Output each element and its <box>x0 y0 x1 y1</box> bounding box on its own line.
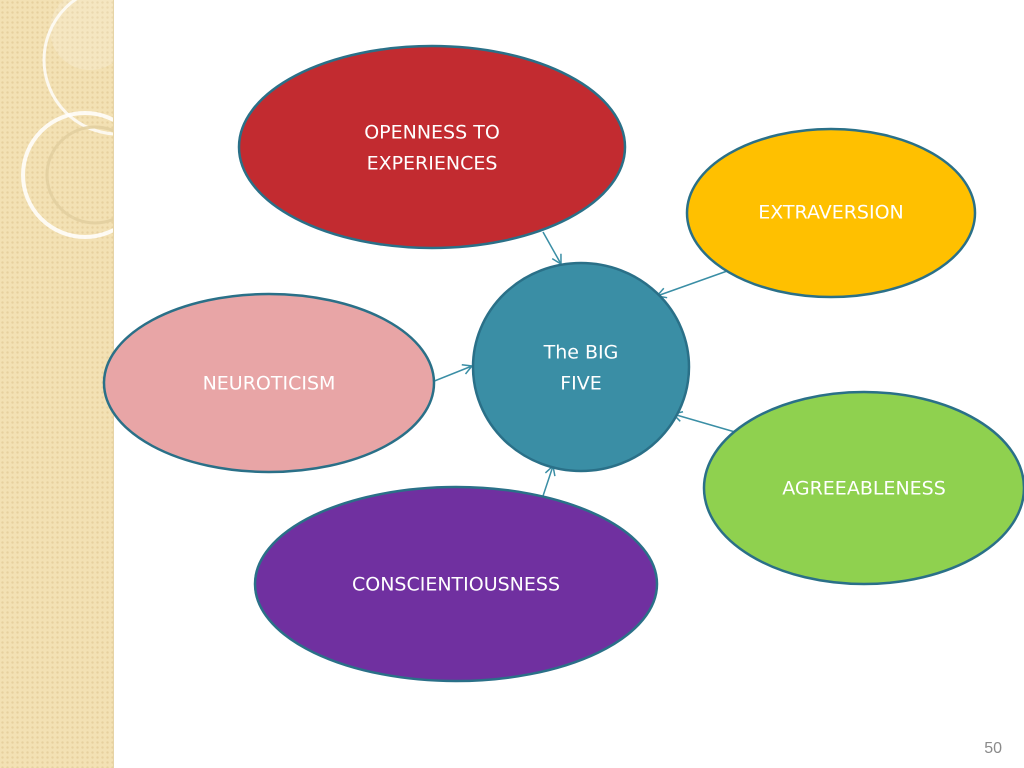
node-center-label-line-2: FIVE <box>560 373 602 395</box>
node-neuroticism: NEUROTICISM <box>102 292 436 474</box>
connector-conscientiousness <box>542 464 556 497</box>
node-agreeableness-shape <box>702 390 1024 586</box>
decorative-side-band <box>0 0 114 768</box>
node-openness-shape <box>237 44 627 250</box>
node-neuroticism-label: NEUROTICISM <box>203 373 336 395</box>
node-agreeableness-label: AGREEABLENESS <box>782 478 946 500</box>
node-center-shape <box>471 261 691 473</box>
slide-number: 50 <box>984 740 1002 757</box>
node-conscientiousness: CONSCIENTIOUSNESS <box>253 485 659 683</box>
node-extraversion-shape <box>685 127 977 299</box>
node-extraversion: EXTRAVERSION <box>685 127 977 299</box>
connector-extraversion <box>655 269 731 299</box>
decorative-circles <box>21 0 113 239</box>
connector-neuroticism <box>431 363 474 383</box>
node-openness-label-line-1: OPENNESS TO <box>364 122 500 144</box>
node-center: The BIG FIVE <box>471 261 691 473</box>
node-conscientiousness-shape <box>253 485 659 683</box>
node-openness-label-line-2: EXPERIENCES <box>367 153 498 175</box>
connector-agreeableness <box>671 410 736 433</box>
node-center-label-line-1: The BIG <box>543 342 619 364</box>
node-openness: OPENNESS TO EXPERIENCES <box>237 44 627 250</box>
node-agreeableness: AGREEABLENESS <box>702 390 1024 586</box>
node-neuroticism-shape <box>102 292 436 474</box>
connector-openness <box>542 231 562 266</box>
node-extraversion-label: EXTRAVERSION <box>758 202 904 224</box>
node-conscientiousness-label: CONSCIENTIOUSNESS <box>352 574 560 596</box>
